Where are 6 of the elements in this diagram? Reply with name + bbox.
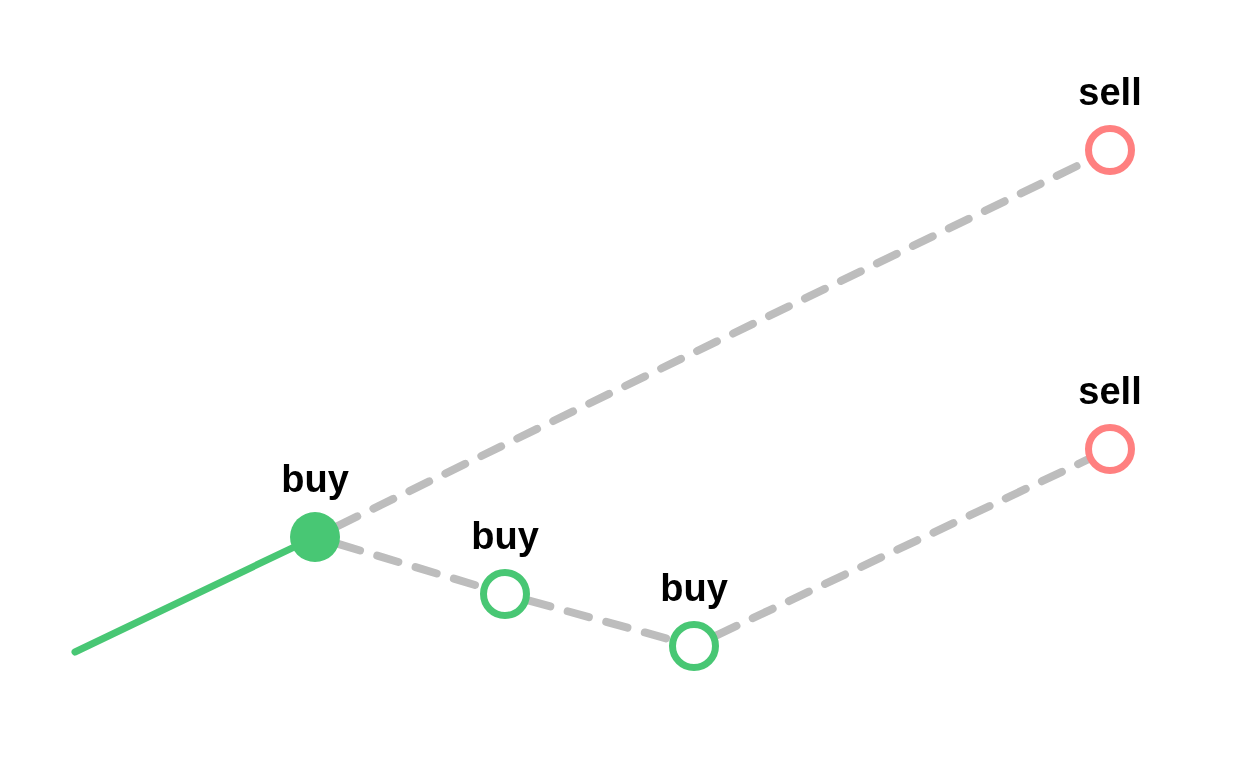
trend-line [71,544,296,656]
point-label: buy [281,460,349,498]
point-label: buy [471,517,539,555]
point-label: sell [1078,73,1142,111]
point-label: sell [1078,372,1142,410]
point-label: buy [660,569,728,607]
